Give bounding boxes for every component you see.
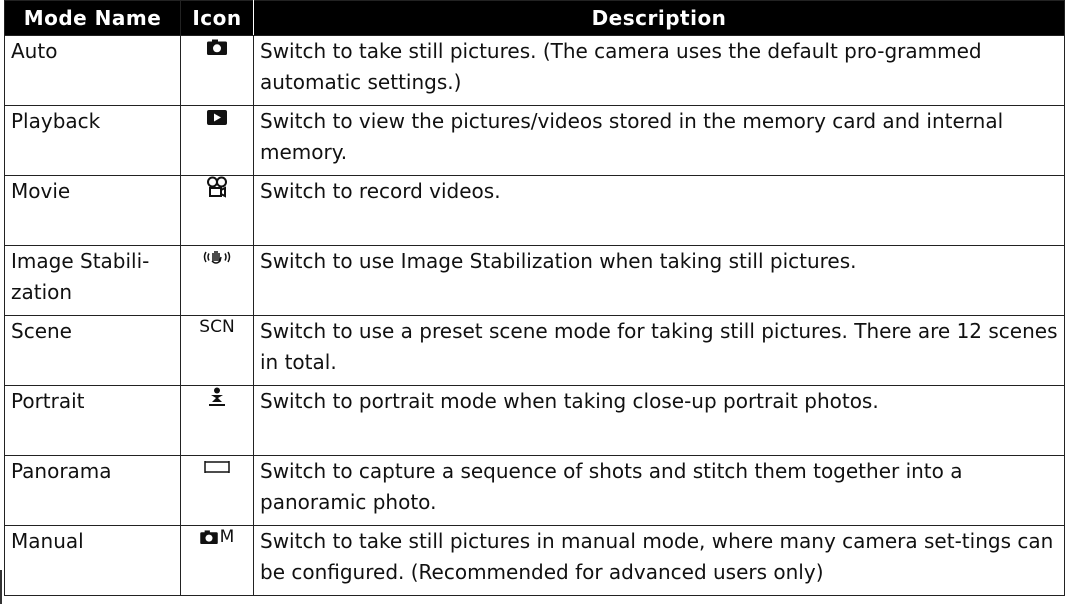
camera-icon xyxy=(207,39,227,55)
mode-description: Switch to take still pictures. (The came… xyxy=(253,35,1065,106)
manual-m-label: M xyxy=(219,527,235,547)
table-header-row: Mode Name Icon Description xyxy=(4,0,1065,36)
mode-name: Scene xyxy=(4,315,181,386)
mode-name: Movie xyxy=(4,175,181,246)
table-row-movie: Movie Switch to record videos. xyxy=(4,175,1065,246)
portrait-icon xyxy=(208,387,226,407)
page-edge-mark xyxy=(0,570,2,604)
header-icon: Icon xyxy=(180,0,254,36)
header-mode-name: Mode Name xyxy=(4,0,181,36)
mode-name: Auto xyxy=(4,35,181,106)
mode-description: Switch to view the pictures/videos store… xyxy=(253,105,1065,176)
mode-description: Switch to take still pictures in manual … xyxy=(253,525,1065,596)
mode-description: Switch to capture a sequence of shots an… xyxy=(253,455,1065,526)
table-row-scene: Scene SCN Switch to use a preset scene m… xyxy=(4,315,1065,386)
mode-description: Switch to use Image Stabilization when t… xyxy=(253,245,1065,316)
mode-name: Manual xyxy=(4,525,181,596)
mode-name: Playback xyxy=(4,105,181,176)
mode-name: Image Stabili-zation xyxy=(4,245,181,316)
scn-icon: SCN xyxy=(199,317,235,337)
hand-shake-icon xyxy=(203,248,231,266)
mode-description: Switch to portrait mode when taking clos… xyxy=(253,385,1065,456)
table-row-playback: Playback Switch to view the pictures/vid… xyxy=(4,105,1065,176)
table-row-manual: Manual M Switch to take still pictures i… xyxy=(4,525,1065,596)
mode-name: Portrait xyxy=(4,385,181,456)
table-row-panorama: Panorama Switch to capture a sequence of… xyxy=(4,455,1065,526)
playback-icon xyxy=(207,109,227,125)
header-description: Description xyxy=(253,0,1065,36)
table-row-portrait: Portrait Switch to portrait mode when ta… xyxy=(4,385,1065,456)
mode-name: Panorama xyxy=(4,455,181,526)
panorama-icon xyxy=(204,460,230,474)
mode-description: Switch to record videos. xyxy=(253,175,1065,246)
mode-description: Switch to use a preset scene mode for ta… xyxy=(253,315,1065,386)
mode-table: Mode Name Icon Description Auto Switch t… xyxy=(4,0,1065,596)
movie-camera-icon xyxy=(206,176,228,198)
table-row-image-stabilization: Image Stabili-zation Switch to use Image… xyxy=(4,245,1065,316)
table-row-auto: Auto Switch to take still pictures. (The… xyxy=(4,35,1065,106)
manual-camera-icon: M xyxy=(199,527,235,547)
